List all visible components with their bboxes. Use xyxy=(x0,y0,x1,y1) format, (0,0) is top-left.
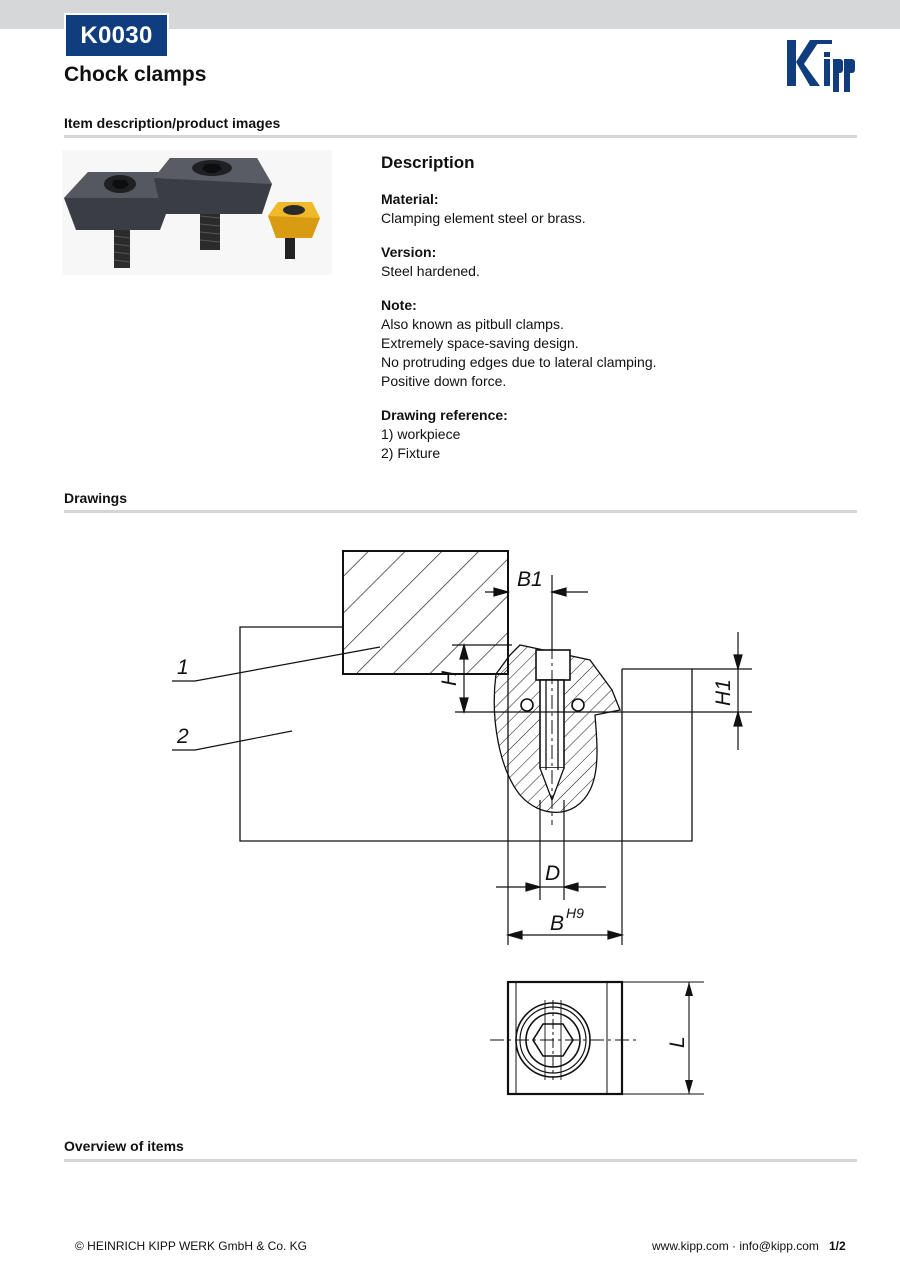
note-line: Positive down force. xyxy=(381,373,507,389)
note-line: Also known as pitbull clamps. xyxy=(381,316,564,332)
footer-contact: www.kipp.com · info@kipp.com xyxy=(652,1239,819,1253)
reference-label-1: 1 xyxy=(177,656,189,679)
description-block-drawing-reference: Drawing reference: 1) workpiece 2) Fixtu… xyxy=(381,406,657,463)
section-heading-overview: Overview of items xyxy=(64,1138,184,1154)
page-title: Chock clamps xyxy=(64,63,207,86)
footer-copyright: © HEINRICH KIPP WERK GmbH & Co. KG xyxy=(75,1239,307,1253)
description-block-material: Material: Clamping element steel or bras… xyxy=(381,190,657,228)
dimension-label-b-tolerance: H9 xyxy=(566,905,584,921)
section-heading-drawings: Drawings xyxy=(64,490,128,506)
note-line: No protruding edges due to lateral clamp… xyxy=(381,354,657,370)
section-divider xyxy=(64,1159,857,1162)
version-text: Steel hardened. xyxy=(381,263,480,279)
technical-drawing-top-view: L xyxy=(480,965,720,1110)
section-divider xyxy=(64,135,857,138)
product-image xyxy=(62,150,332,280)
product-code-badge: K0030 xyxy=(64,13,169,58)
dimension-label-l: L xyxy=(666,1036,689,1048)
material-text: Clamping element steel or brass. xyxy=(381,210,586,226)
kipp-logo xyxy=(784,36,858,97)
page-number: 1/2 xyxy=(829,1239,846,1253)
drawing-reference-line: 1) workpiece xyxy=(381,426,461,442)
reference-label-2: 2 xyxy=(176,725,189,748)
section-divider xyxy=(64,510,857,513)
dimension-label-h: H xyxy=(438,670,461,686)
note-label: Note: xyxy=(381,297,417,313)
description-block-version: Version: Steel hardened. xyxy=(381,243,657,281)
dimension-label-h1: H1 xyxy=(712,679,735,706)
dimension-label-b1: B1 xyxy=(517,568,543,591)
note-line: Extremely space-saving design. xyxy=(381,335,579,351)
dimension-label-d: D xyxy=(545,862,560,885)
description-heading: Description xyxy=(381,153,475,172)
version-label: Version: xyxy=(381,244,437,260)
section-heading-item-description: Item description/product images xyxy=(64,115,281,131)
description-block-note: Note: Also known as pitbull clamps. Extr… xyxy=(381,296,657,391)
material-label: Material: xyxy=(381,191,439,207)
dimension-label-b: B xyxy=(550,912,564,935)
technical-drawing-section-view: B1 H H1 D B H9 1 2 xyxy=(165,540,765,955)
drawing-reference-label: Drawing reference: xyxy=(381,407,508,423)
description-panel: Description Material: Clamping element s… xyxy=(381,153,657,478)
drawing-reference-line: 2) Fixture xyxy=(381,445,441,461)
